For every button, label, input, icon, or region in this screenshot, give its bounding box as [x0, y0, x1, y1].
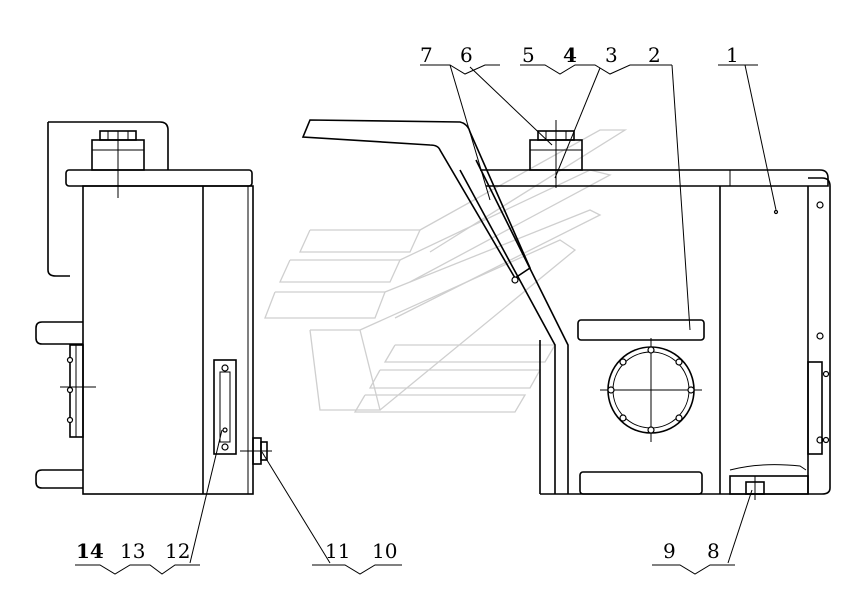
label-7: 7: [420, 43, 433, 67]
label-13: 13: [120, 539, 145, 563]
label-10: 10: [372, 539, 397, 563]
right-front-view: [301, 119, 831, 500]
label-3: 3: [605, 43, 618, 67]
label-1: 1: [726, 43, 739, 67]
watermark-logo: [264, 129, 628, 413]
label-9: 9: [663, 539, 676, 563]
label-14: 14: [76, 539, 104, 563]
left-side-view: [35, 121, 272, 495]
label-5: 5: [522, 43, 535, 67]
label-11: 11: [325, 539, 350, 563]
label-6: 6: [460, 43, 473, 67]
label-4: 4: [563, 43, 577, 67]
part-labels: 1 2 3 4 5 6 7 8 9 10 11 12 13 14: [76, 43, 739, 563]
leader-lines: [75, 64, 777, 575]
label-8: 8: [707, 539, 720, 563]
label-2: 2: [648, 43, 661, 67]
label-12: 12: [165, 539, 190, 563]
